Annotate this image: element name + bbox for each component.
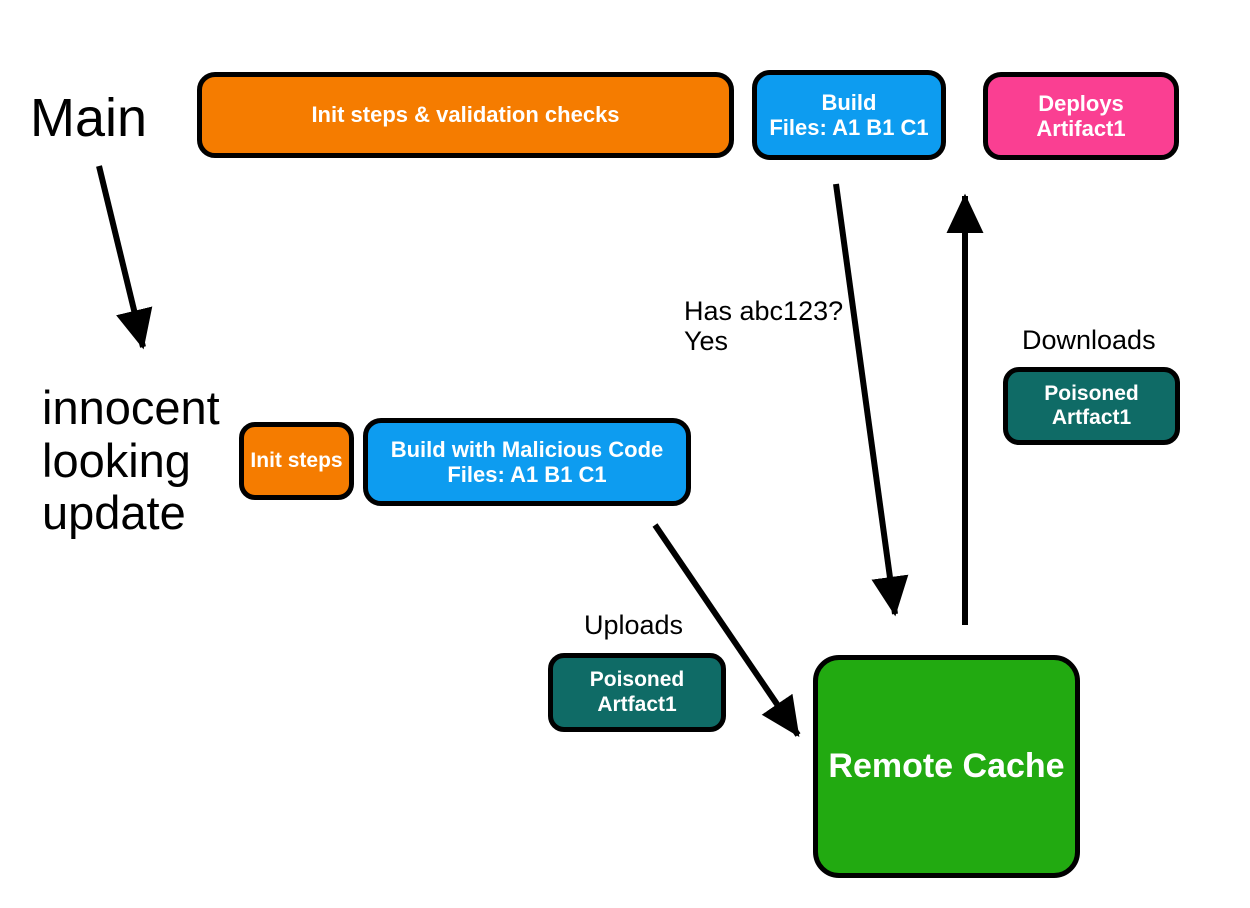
node-remote-cache-label: Remote Cache	[828, 746, 1065, 785]
node-artifact-uploaded-label: Poisoned Artfact1	[589, 668, 685, 716]
lane-label-branch: innocent looking update	[42, 381, 220, 540]
node-branch-init-steps[interactable]: Init steps	[239, 422, 354, 500]
node-remote-cache[interactable]: Remote Cache	[813, 655, 1080, 878]
node-branch-malicious-build-label: Build with Malicious Code Files: A1 B1 C…	[390, 436, 664, 487]
node-branch-malicious-build[interactable]: Build with Malicious Code Files: A1 B1 C…	[363, 418, 691, 506]
lane-label-main: Main	[30, 88, 148, 148]
edge-label-has-abc123: Has abc123? Yes	[684, 296, 844, 357]
edge-label-downloads: Downloads	[1022, 325, 1156, 355]
arrow-build-to-cache	[833, 183, 909, 617]
node-main-build[interactable]: Build Files: A1 B1 C1	[752, 70, 946, 160]
node-main-init-steps[interactable]: Init steps & validation checks	[197, 72, 734, 158]
node-artifact-downloaded-label: Poisoned Artfact1	[1044, 381, 1139, 429]
node-artifact-uploaded[interactable]: Poisoned Artfact1	[548, 653, 726, 732]
arrow-main-to-branch	[96, 165, 153, 350]
node-main-build-label: Build Files: A1 B1 C1	[769, 89, 929, 140]
node-branch-init-steps-label: Init steps	[250, 448, 343, 472]
node-main-deploys[interactable]: Deploys Artifact1	[983, 72, 1179, 160]
edge-label-uploads: Uploads	[584, 610, 684, 640]
node-main-deploys-label: Deploys Artifact1	[1036, 90, 1126, 141]
node-main-init-steps-label: Init steps & validation checks	[311, 102, 620, 128]
node-artifact-downloaded[interactable]: Poisoned Artfact1	[1003, 367, 1180, 445]
